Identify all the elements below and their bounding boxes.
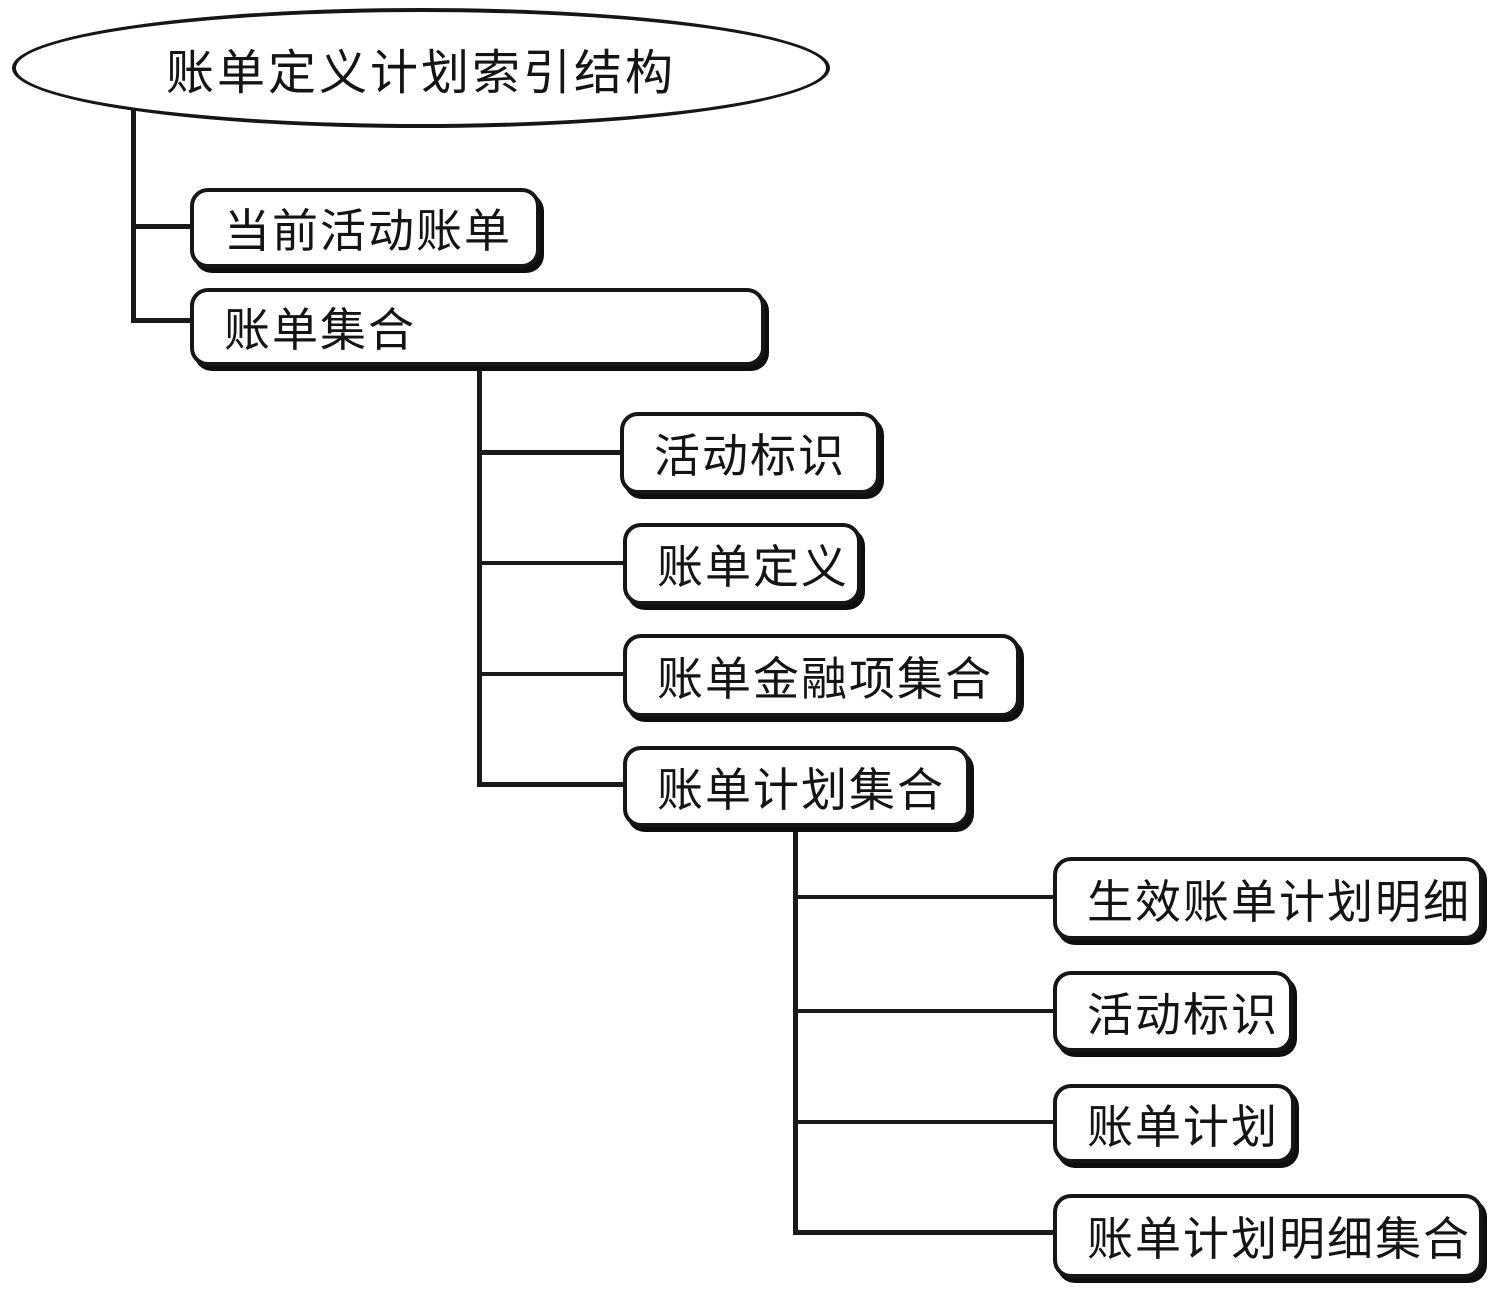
node-bill-plan-detail-collection: 账单计划明细集合	[1053, 1194, 1483, 1278]
connector-to-bill-financial-items-collection	[480, 672, 625, 676]
connector-to-bill-plan	[796, 1120, 1054, 1124]
node-label: 账单计划	[1087, 1101, 1279, 1153]
node-bill-financial-items-collection: 账单金融项集合	[623, 634, 1020, 717]
connector-trunk-root	[131, 110, 136, 323]
connector-to-bill-plan-collection	[480, 782, 625, 787]
connector-trunk-bill-collection	[477, 364, 482, 787]
connector-to-bill-plan-detail-collection	[796, 1230, 1054, 1235]
node-label: 账单集合	[224, 305, 416, 356]
node-activity-id: 活动标识	[620, 412, 880, 494]
node-label: 账单计划明细集合	[1087, 1214, 1471, 1265]
connector-to-current-active-bill	[134, 224, 192, 229]
connector-to-bill-collection	[134, 318, 192, 323]
node-label: 账单计划集合	[657, 764, 945, 816]
connector-to-effective-bill-plan-detail	[796, 895, 1054, 899]
node-bill-collection: 账单集合	[190, 288, 765, 366]
connector-to-activity-id-2	[796, 1009, 1054, 1013]
node-label: 生效账单计划明细	[1087, 876, 1471, 928]
node-label: 活动标识	[1087, 989, 1279, 1041]
node-label: 账单定义计划索引结构	[165, 47, 676, 100]
connector-to-activity-id	[480, 450, 622, 455]
node-bill-plan-collection: 账单计划集合	[623, 746, 970, 827]
node-current-active-bill: 当前活动账单	[190, 188, 540, 268]
node-bill-plan: 账单计划	[1053, 1084, 1295, 1163]
connector-trunk-bill-plan-collection	[793, 825, 798, 1235]
node-root-bill-definition-plan-index-structure: 账单定义计划索引结构	[12, 8, 830, 128]
node-label: 当前活动账单	[224, 206, 512, 257]
node-label: 活动标识	[654, 431, 846, 482]
connector-to-bill-definition	[480, 561, 625, 565]
node-effective-bill-plan-detail: 生效账单计划明细	[1053, 857, 1483, 940]
node-label: 账单定义	[657, 542, 849, 593]
node-bill-definition: 账单定义	[623, 523, 861, 605]
node-activity-id-2: 活动标识	[1053, 971, 1293, 1052]
node-label: 账单金融项集合	[657, 653, 993, 705]
